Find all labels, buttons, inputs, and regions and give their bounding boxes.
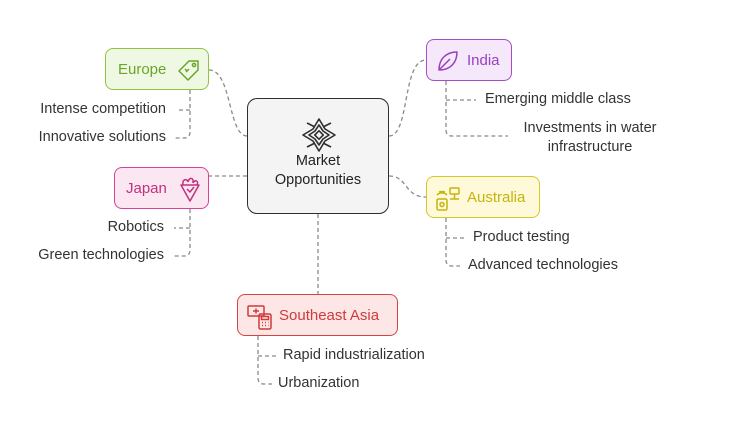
center-title-line2: Opportunities [274,172,362,188]
australia-item-1: Product testing [473,229,570,245]
price-tag-icon [178,60,199,81]
region-label-australia: Australia [467,189,526,206]
lab-device-icon [436,187,460,211]
region-label-japan: Japan [126,180,167,197]
connector-center-australia [388,175,427,198]
center-node: Market Opportunities [247,98,389,214]
sea-item-1: Rapid industrialization [283,347,425,363]
flower-bouquet-icon [180,177,200,202]
connector-europe-items [174,90,191,139]
region-node-southeast-asia: Southeast Asia [237,294,398,336]
center-title-line1: Market [295,153,341,169]
connector-australia-items [445,218,460,267]
region-node-india: India [426,39,512,81]
connector-japan-items [174,209,191,257]
connector-center-europe [208,69,248,137]
australia-item-2: Advanced technologies [468,257,618,273]
region-label-southeast-asia: Southeast Asia [279,307,380,324]
leaf-icon [438,51,458,71]
india-item-1: Emerging middle class [485,91,631,107]
connector-center-india [388,59,427,137]
region-node-australia: Australia [426,176,540,218]
sea-item-2: Urbanization [278,375,360,391]
europe-item-1: Intense competition [40,101,166,117]
india-item-2-line1: Investments in water [523,120,657,136]
cash-calculator-icon [247,305,272,330]
connector-india-items [445,81,508,137]
japan-item-2: Green technologies [38,247,164,263]
ornament-icon [302,118,336,152]
region-node-europe: Europe [105,48,209,90]
india-item-2-line2: infrastructure [547,139,633,155]
region-node-japan: Japan [114,167,209,209]
region-label-europe: Europe [118,61,167,78]
connector-sea-items [257,336,272,385]
europe-item-2: Innovative solutions [38,129,166,145]
region-label-india: India [467,52,500,69]
japan-item-1: Robotics [107,219,164,235]
